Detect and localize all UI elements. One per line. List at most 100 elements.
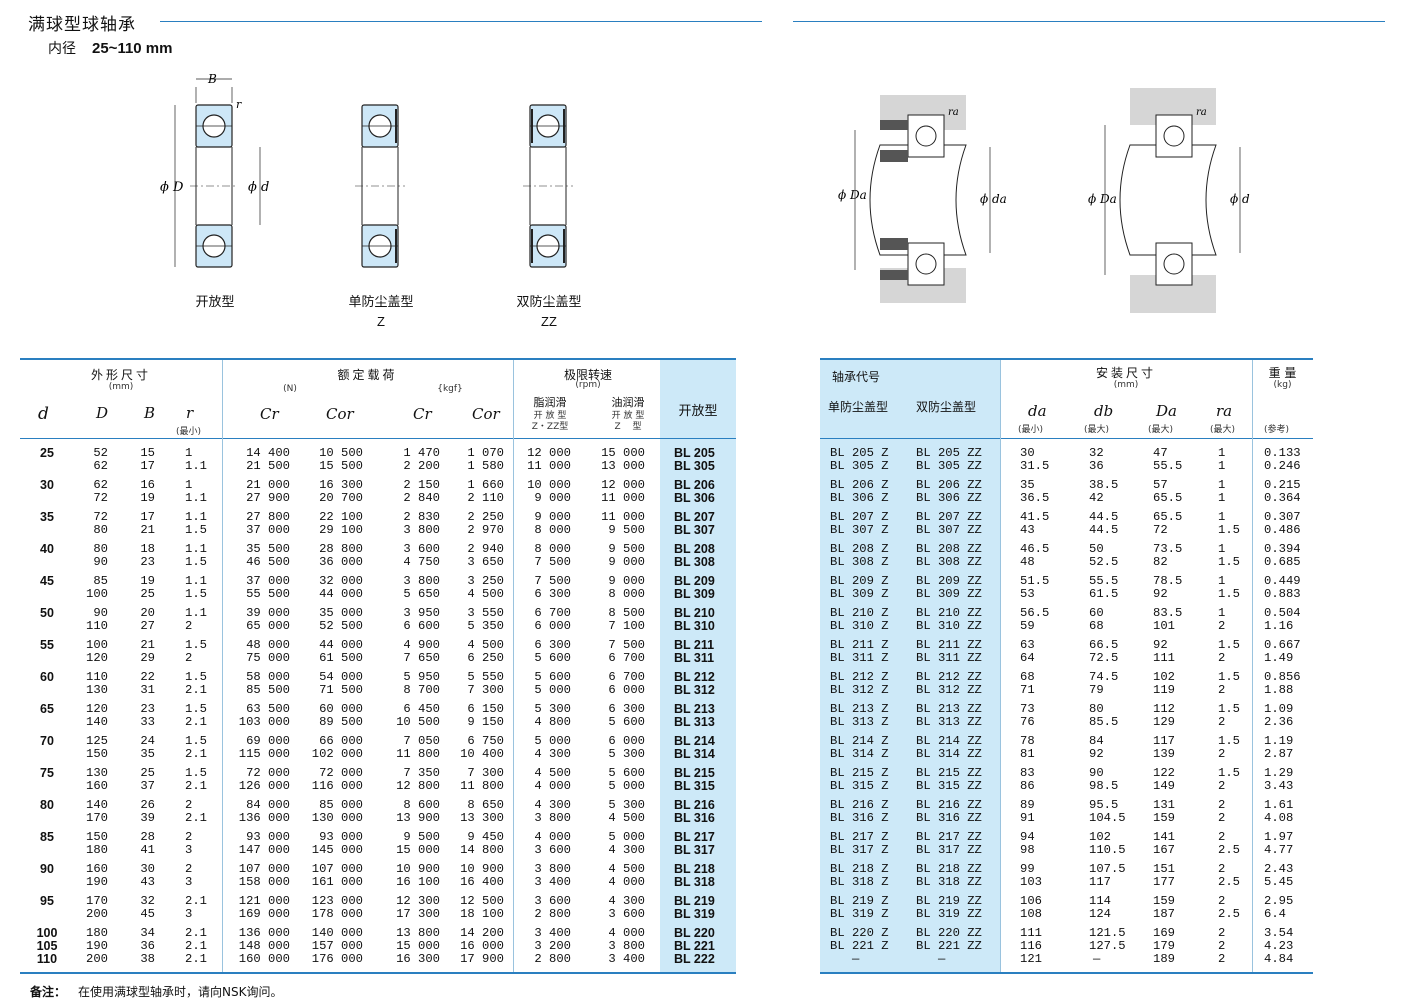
cell-Cr-kgf: 3 950 [403,606,440,620]
cell-bearing-no: BL 313 [674,715,715,730]
cell-B: 26 [140,798,155,812]
cell-r: 3 [185,875,193,890]
cell-db: 114 [1089,894,1111,908]
cell-z-code: BL 213 Z [830,702,889,716]
cell-bearing-no: BL 210 [674,606,715,620]
cell-weight: 1.61 [1264,798,1294,812]
cell-Cor-kgf: 13 300 [460,811,504,826]
header-grease-sub: 开 放 型 [533,411,567,421]
cell-weight: 1.49 [1264,651,1294,666]
cell-Cor-kgf: 10 400 [460,747,504,762]
cell-weight: 1.97 [1264,830,1294,844]
cell-z-code: BL 318 Z [830,875,889,890]
cell-r: 2.1 [185,952,207,967]
header-oil-sub: 开 放 型 [611,411,645,421]
cell-B: 31 [140,683,155,698]
cell-Cr-n: 158 000 [238,875,290,890]
cell-Cor-kgf: 9 150 [467,715,504,730]
header-ra: ra [1216,402,1233,420]
title-rule-right [793,21,1385,22]
cell-Cor-n: 35 000 [319,606,363,620]
cell-Cr-n: 169 000 [238,907,290,922]
cell-Cor-kgf: 7 300 [467,683,504,698]
z-type-code: Z [377,314,385,329]
cell-speed-oil: 5 000 [608,830,645,844]
cell-z-code: BL 307 Z [830,523,889,538]
cell-db: 38.5 [1089,478,1119,492]
cell-Cr-kgf: 13 800 [396,926,440,940]
cell-Cr-n: 37 000 [246,523,290,538]
cell-D: 180 [86,843,108,858]
cell-da: 98 [1020,843,1035,858]
cell-B: 23 [140,555,155,570]
cell-z-code: BL 312 Z [830,683,889,698]
cell-db: 61.5 [1089,587,1119,602]
cell-Cor-n: 72 000 [319,766,363,780]
cell-D: 52 [93,446,108,460]
cell-bearing-no: BL 215 [674,766,715,780]
cell-Cor-n: 61 500 [319,651,363,666]
bore-d: 110 [36,952,58,967]
header-da: da [1028,402,1047,420]
cell-speed-oil: 6 000 [608,734,645,748]
cell-Cr-n: 35 500 [246,542,290,556]
header-open-type: 开放型 [678,404,718,419]
cell-B: 25 [140,766,155,780]
cell-da: 43 [1020,523,1035,538]
cell-ra: 2 [1218,683,1226,698]
cell-Cor-n: 52 500 [319,619,363,634]
cell-D: 90 [93,606,108,620]
cell-Cr-n: 46 500 [246,555,290,570]
cell-db: 95.5 [1089,798,1119,812]
cell-ra: 2 [1218,747,1226,762]
cell-bearing-no: BL 221 [674,939,715,954]
header-dims: 外形尺寸 [90,368,151,382]
cell-Cr-n: 85 500 [246,683,290,698]
header-code: 轴承代号 [832,370,881,384]
cell-ra: 2 [1218,798,1226,812]
cell-B: 29 [140,651,155,666]
cell-ra: 2 [1218,894,1226,908]
cell-Cor-n: 54 000 [319,670,363,684]
cell-zz-code: BL 311 ZZ [916,651,982,666]
cell-speed-grease: 5 600 [534,670,571,684]
cell-Cr-kgf: 8 600 [403,798,440,812]
cell-Cor-n: 145 000 [311,843,363,858]
cell-weight: 4.08 [1264,811,1294,826]
cell-Cr-kgf: 16 300 [396,952,440,967]
cell-speed-oil: 15 000 [601,446,645,460]
cell-Cr-kgf: 6 450 [403,702,440,716]
cell-z-code: BL 315 Z [830,779,889,794]
cell-z-code: BL 208 Z [830,542,889,556]
cell-speed-grease: 7 500 [534,555,571,570]
cell-bearing-no: BL 216 [674,798,715,812]
cell-Cor-kgf: 4 500 [467,587,504,602]
cell-bearing-no: BL 319 [674,907,715,922]
cell-D: 110 [86,619,108,634]
cell-Cr-kgf: 15 000 [396,939,440,954]
cell-bearing-no: BL 312 [674,683,715,698]
cell-speed-grease: 9 000 [534,510,571,524]
cell-speed-oil: 11 000 [601,510,645,524]
cell-speed-grease: 5 600 [534,651,571,666]
cell-ra: 2 [1218,926,1226,940]
cell-db: 92 [1089,747,1104,762]
cell-Cr-kgf: 2 840 [403,491,440,506]
cell-Cr-kgf: 3 600 [403,542,440,556]
cell-Cr-n: 107 000 [238,862,290,876]
header-db-max: (最大) [1084,425,1110,435]
bore-d: 85 [40,830,54,844]
cell-bearing-no: BL 208 [674,542,715,556]
cell-r: 1.5 [185,638,207,652]
cell-D: 160 [86,779,108,794]
cell-ra: 2.5 [1218,875,1240,890]
zz-type-label: 双防尘盖型 [516,295,582,310]
